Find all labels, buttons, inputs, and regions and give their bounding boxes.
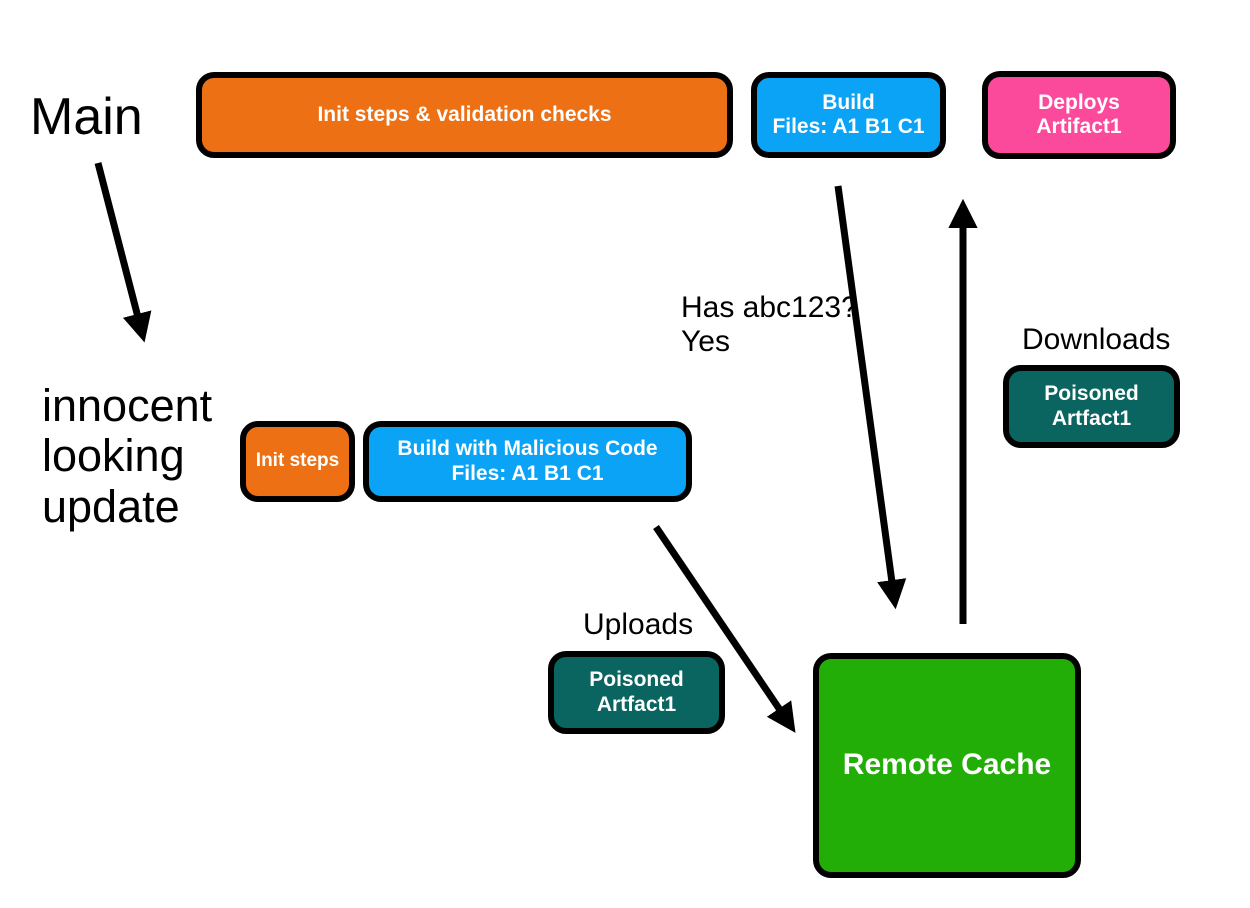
main-to-attacker-branch-arrow: [94, 162, 152, 343]
node-main-init-steps[interactable]: Init steps & validation checks: [196, 72, 733, 158]
node-poisoned-artifact-download[interactable]: Poisoned Artfact1: [1003, 365, 1180, 448]
attacker-branch-label: innocent looking update: [42, 380, 213, 532]
build-queries-cache-arrow: [834, 185, 907, 610]
cache-query-label: Has abc123? Yes: [681, 291, 858, 358]
node-attacker-build-malicious[interactable]: Build with Malicious Code Files: A1 B1 C…: [363, 421, 692, 502]
main-branch-label: Main: [30, 88, 143, 146]
node-remote-cache[interactable]: Remote Cache: [813, 653, 1081, 878]
node-attacker-init-steps[interactable]: Init steps: [240, 421, 355, 502]
downloads-label: Downloads: [1022, 323, 1171, 356]
node-poisoned-artifact-upload[interactable]: Poisoned Artfact1: [548, 651, 725, 734]
uploads-label: Uploads: [583, 608, 694, 641]
node-main-build[interactable]: Build Files: A1 B1 C1: [751, 72, 946, 158]
node-main-deploys-artifact[interactable]: Deploys Artifact1: [982, 71, 1176, 159]
